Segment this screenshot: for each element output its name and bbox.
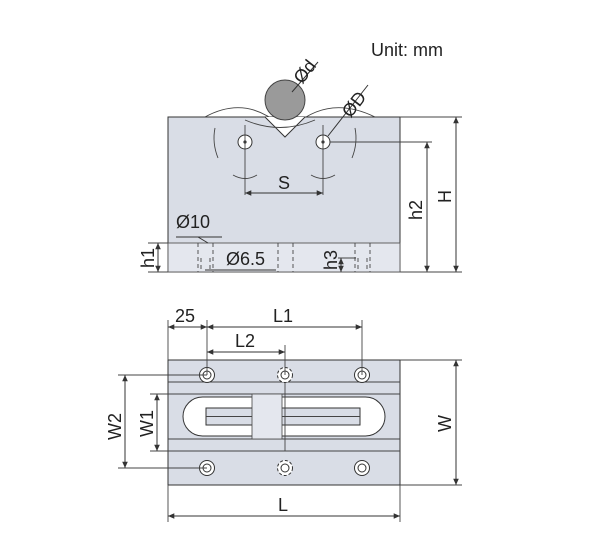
- w2-label: W2: [105, 413, 125, 440]
- offset-25-label: 25: [175, 306, 195, 326]
- h3-label: h3: [321, 250, 341, 270]
- large-dia-label: ØD: [338, 87, 370, 121]
- w-label: W: [435, 415, 455, 432]
- left-large-roller-edge: [213, 127, 219, 159]
- l1-label: L1: [273, 306, 293, 326]
- large-dia-leader: [327, 84, 369, 137]
- roller-contact-arc: [244, 119, 316, 128]
- l2-label: L2: [235, 331, 255, 351]
- h-label: H: [435, 190, 455, 203]
- h1-label: h1: [138, 248, 158, 268]
- front-view: Ød ØD S h2 H Ø10 Ø6.5: [138, 56, 462, 273]
- mounting-band: [167, 242, 401, 273]
- dia-10-label: Ø10: [176, 212, 210, 232]
- small-roller: [264, 79, 306, 121]
- s-label: S: [278, 173, 290, 193]
- l-label: L: [278, 495, 288, 515]
- top-view: 25 L1 L2 W2 W1 W L: [105, 306, 462, 522]
- w1-label: W1: [137, 410, 157, 437]
- h2-label: h2: [406, 200, 426, 220]
- hole-bottom-right: [354, 460, 370, 476]
- right-large-roller-edge: [351, 127, 357, 159]
- unit-label: Unit: mm: [371, 40, 443, 60]
- small-dia-leader: [291, 61, 319, 93]
- dia-6-5-label: Ø6.5: [226, 249, 265, 269]
- hole-bottom-center: [277, 460, 293, 476]
